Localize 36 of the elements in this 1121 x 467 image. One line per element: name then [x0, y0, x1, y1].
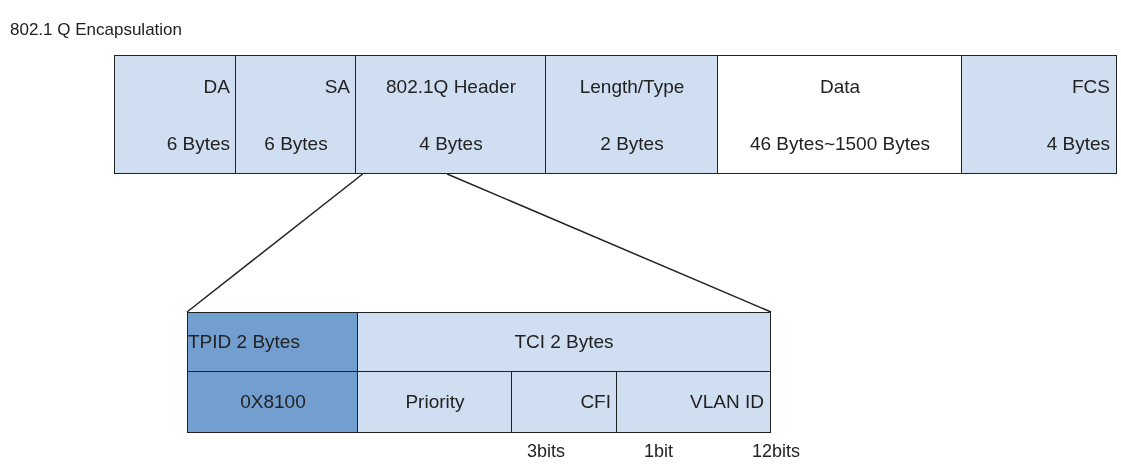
bit-width-label: 1bit	[644, 440, 674, 462]
field-label: Priority	[405, 390, 465, 413]
field-size: 6 Bytes	[166, 133, 230, 155]
field-name: 802.1Q Header	[386, 76, 516, 98]
field-label: TCI 2 Bytes	[514, 331, 614, 353]
tag-field-cell	[357, 312, 771, 373]
frame-field-cell	[114, 55, 237, 174]
field-label: VLAN ID	[690, 390, 764, 413]
field-name: Length/Type	[579, 76, 685, 98]
diagram-title: 802.1 Q Encapsulation	[10, 19, 182, 41]
field-size: 2 Bytes	[600, 133, 664, 155]
field-size: 4 Bytes	[419, 133, 483, 155]
tag-field-cell	[187, 312, 359, 373]
tag-field-cell	[616, 371, 771, 433]
frame-field-cell	[235, 55, 357, 174]
frame-field-cell	[545, 55, 719, 174]
leader-line	[446, 173, 772, 313]
field-size: 6 Bytes	[264, 133, 328, 155]
field-label: 0X8100	[240, 390, 306, 413]
field-size: 4 Bytes	[1046, 133, 1110, 155]
tag-field-cell	[187, 371, 359, 433]
field-name: SA	[324, 76, 350, 98]
field-name: Data	[819, 76, 861, 98]
bit-width-label: 12bits	[752, 440, 801, 462]
frame-field-cell	[961, 55, 1117, 174]
frame-field-cell	[355, 55, 547, 174]
field-name: DA	[203, 76, 230, 98]
bit-width-label: 3bits	[527, 440, 566, 462]
field-size: 46 Bytes~1500 Bytes	[749, 133, 931, 155]
field-label: TPID 2 Bytes	[188, 331, 300, 353]
leader-line	[186, 173, 364, 313]
frame-field-cell	[717, 55, 963, 174]
field-label: CFI	[580, 390, 611, 413]
tag-field-cell	[357, 371, 513, 433]
field-name: FCS	[1072, 76, 1110, 98]
tag-field-cell	[511, 371, 618, 433]
